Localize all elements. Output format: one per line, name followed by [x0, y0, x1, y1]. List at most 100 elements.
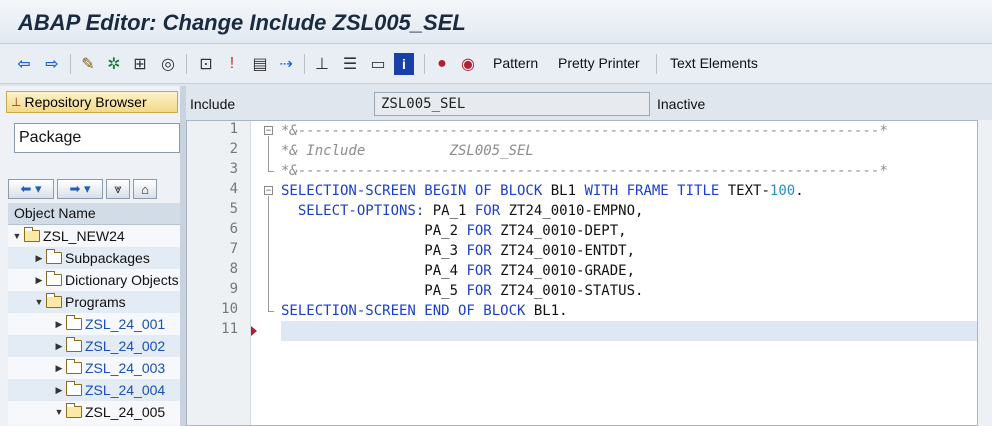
line-number: 4 [229, 181, 238, 197]
keyword: FOR [466, 283, 492, 299]
forward-arrow-icon: ➡ ▾ [69, 181, 91, 196]
forward-arrow-icon[interactable]: ⇨ [45, 56, 59, 73]
keyword: FOR [466, 263, 492, 279]
breakpoint-icon[interactable]: ● [437, 55, 447, 72]
tree-node[interactable]: ▶ ZSL_24_001 [8, 313, 180, 335]
folder-icon [66, 315, 82, 330]
code-line: PA_3 FOR ZT24_0010-ENTDT, [281, 241, 635, 261]
cursor-line-marker-icon [251, 326, 257, 336]
tree-node[interactable]: ▼ ZSL_24_005 [8, 401, 180, 423]
tree-node[interactable]: ▶ ZSL_24_002 [8, 335, 180, 357]
object-type-select[interactable]: Package [14, 123, 180, 153]
identifier: ZT24_0010-ENTDT, [491, 243, 636, 259]
back-arrow-icon: ⬅ ▾ [20, 181, 42, 196]
toolbar-separator [186, 54, 187, 74]
vertical-scrollbar[interactable] [978, 120, 992, 426]
display-change-icon[interactable]: ✎ [81, 56, 95, 73]
object-list-icon[interactable]: ! [229, 55, 235, 72]
object-name-column-header: Object Name [8, 203, 180, 225]
chevron-right-icon[interactable]: ▶ [35, 252, 43, 263]
check-icon[interactable]: ⊞ [133, 56, 147, 73]
identifier: BL1 [542, 183, 585, 199]
code-editor[interactable]: 1 2 3 4 5 6 7 8 9 10 11 − − *&----------… [186, 120, 978, 426]
tree-node[interactable]: ▼ Programs [8, 291, 180, 313]
chevron-right-icon[interactable]: ▶ [55, 340, 63, 351]
chevron-down-icon: ⩔ [114, 181, 122, 196]
keyword: WITH FRAME TITLE [584, 183, 720, 199]
collapse-tree-button[interactable]: ⩔ [106, 179, 130, 199]
keyword: SELECTION-SCREEN END OF BLOCK [281, 303, 526, 319]
line-number: 5 [229, 201, 238, 217]
chevron-down-icon[interactable]: ▼ [34, 297, 44, 307]
navigation-icon[interactable]: ▤ [252, 56, 268, 73]
tree-node-label[interactable]: ZSL_24_003 [85, 360, 166, 376]
chevron-right-icon[interactable]: ▶ [55, 384, 63, 395]
identifier: PA_3 [281, 243, 467, 259]
code-line: PA_4 FOR ZT24_0010-GRADE, [281, 261, 635, 281]
test-icon[interactable]: ◎ [161, 56, 175, 73]
chevron-right-icon[interactable]: ▶ [55, 362, 63, 373]
repository-browser-panel: ⊥ Repository Browser Package ⬅ ▾ ➡ ▾ ⩔ ⌂… [0, 86, 180, 426]
tree-node[interactable]: ▶ Subpackages [8, 247, 180, 269]
code-line: SELECT-OPTIONS: PA_1 FOR ZT24_0010-EMPNO… [281, 201, 644, 221]
pattern-icon[interactable]: ⇢ [279, 56, 293, 73]
folder-open-icon [46, 293, 62, 308]
tree-node-label: Subpackages [65, 250, 150, 266]
repository-browser-button[interactable]: ⊥ Repository Browser [6, 91, 178, 113]
folder-icon [66, 359, 82, 374]
code-line: *& Include ZSL005_SEL [281, 143, 534, 159]
identifier: PA_5 [281, 283, 467, 299]
code-line: *&--------------------------------------… [281, 163, 888, 179]
tree-node-label: Dictionary Objects [65, 272, 179, 288]
tree-node-label[interactable]: ZSL_24_001 [85, 316, 166, 332]
folder-open-icon [66, 403, 82, 418]
status-label: Inactive [657, 96, 706, 112]
folder-icon [46, 249, 62, 264]
previous-object-button[interactable]: ⬅ ▾ [8, 179, 54, 199]
identifier: ZT24_0010-GRADE, [491, 263, 636, 279]
tree-node[interactable]: ▶ Dictionary Objects [8, 269, 180, 291]
collapse-icon[interactable]: − [264, 185, 273, 195]
chevron-right-icon[interactable]: ▶ [35, 274, 43, 285]
back-arrow-icon[interactable]: ⇦ [17, 56, 31, 73]
pattern-button[interactable]: Pattern [493, 55, 539, 71]
where-used-icon[interactable]: ⊡ [199, 56, 213, 73]
tree-node-label: ZSL_NEW24 [43, 228, 125, 244]
tree-node[interactable]: ▶ ZSL_24_004 [8, 379, 180, 401]
up-level-button[interactable]: ⌂ [133, 179, 157, 199]
identifier: PA_4 [281, 263, 467, 279]
tree-node[interactable]: ▼ ZSL_NEW24 [8, 225, 180, 247]
chevron-down-icon[interactable]: ▼ [54, 407, 64, 417]
tree-node-label[interactable]: ZSL_24_004 [85, 382, 166, 398]
code-line: SELECTION-SCREEN END OF BLOCK BL1. [281, 301, 568, 321]
text-elements-button[interactable]: Text Elements [670, 55, 758, 71]
pretty-printer-button[interactable]: Pretty Printer [558, 55, 640, 71]
chevron-right-icon[interactable]: ▶ [55, 318, 63, 329]
current-line-highlight [281, 321, 977, 341]
folder-icon [66, 337, 82, 352]
keyword: FOR [474, 203, 501, 219]
title-bar: ABAP Editor: Change Include ZSL005_SEL [0, 0, 992, 44]
fold-guide [268, 136, 269, 171]
layout-icon[interactable]: ☰ [342, 56, 358, 73]
next-object-button[interactable]: ➡ ▾ [57, 179, 103, 199]
panel-splitter[interactable] [180, 86, 186, 426]
line-number: 11 [221, 321, 238, 337]
line-number: 1 [229, 121, 238, 137]
activate-icon[interactable]: ✲ [107, 56, 121, 73]
collapse-icon[interactable]: − [264, 125, 273, 135]
tree-node[interactable]: ▶ ZSL_24_003 [8, 357, 180, 379]
help-icon[interactable]: i [394, 53, 414, 75]
screen-icon[interactable]: ▭ [370, 56, 386, 73]
tree-node-label[interactable]: ZSL_24_002 [85, 338, 166, 354]
object-tree: ▼ ZSL_NEW24 ▶ Subpackages ▶ Dictionary O… [8, 225, 180, 425]
home-icon: ⌂ [141, 181, 149, 197]
identifier: TEXT- [719, 183, 770, 199]
session-breakpoint-icon[interactable]: ◉ [461, 56, 475, 73]
tree-icon[interactable]: ⊥ [315, 56, 329, 73]
code-line: PA_2 FOR ZT24_0010-DEPT, [281, 221, 626, 241]
chevron-down-icon[interactable]: ▼ [12, 231, 22, 241]
code-area[interactable]: *&--------------------------------------… [281, 121, 977, 425]
identifier: BL1. [525, 303, 568, 319]
identifier: ZT24_0010-EMPNO, [500, 203, 644, 219]
